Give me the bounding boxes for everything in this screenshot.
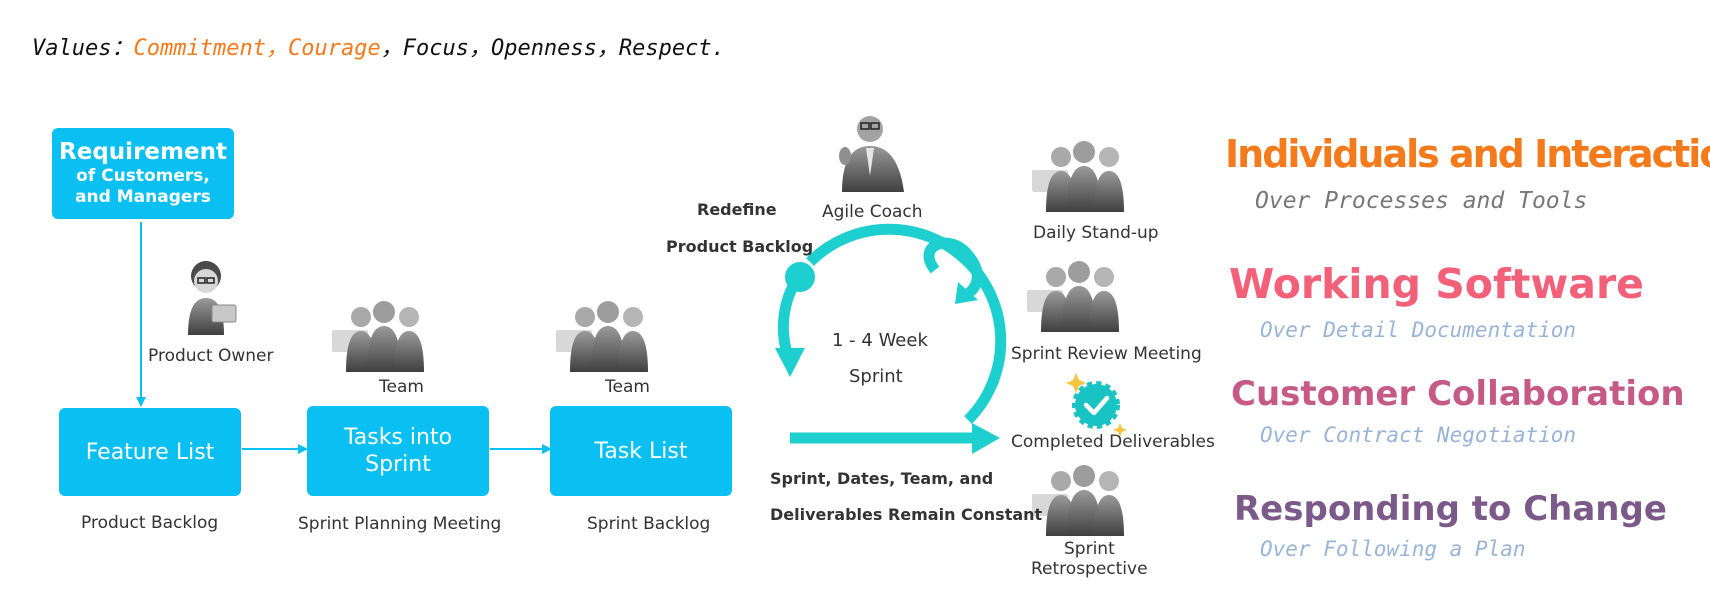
team-figure-review	[1027, 261, 1119, 332]
product-backlog-caption: Product Backlog	[81, 513, 219, 533]
value-commitment: Commitment	[133, 36, 266, 61]
cycle-arrowhead-right	[972, 423, 1000, 454]
sprint-backlog-caption: Sprint Backlog	[587, 514, 711, 534]
constant-label-2: Deliverables Remain Constant	[770, 505, 1043, 524]
redefine-label: Redefine	[697, 200, 777, 219]
manifesto-title-2: Working Software	[1229, 260, 1644, 308]
manifesto-title-4: Responding to Change	[1234, 489, 1667, 529]
team-figure-2	[556, 301, 648, 372]
manifesto-title-3: Customer Collaboration	[1231, 374, 1685, 414]
daily-standup-label: Daily Stand-up	[1033, 223, 1159, 243]
cycle-arrowhead-loop	[955, 282, 978, 304]
manifesto-sub-1: Over Processes and Tools	[1255, 188, 1588, 214]
sprint-center-label: Sprint	[849, 366, 903, 387]
requirement-box: Requirement of Customers, and Managers	[52, 128, 234, 219]
sprint-duration-label: 1 - 4 Week	[832, 330, 928, 351]
check-badge-icon	[1066, 373, 1127, 437]
retro-label-1: Sprint	[1064, 539, 1115, 559]
product-owner-label: Product Owner	[148, 346, 274, 366]
cycle-arrowhead-left	[775, 348, 805, 377]
values-label: Values	[32, 36, 112, 61]
team-label-1: Team	[379, 377, 424, 397]
values-line: Values：Commitment，Courage，Focus，Openness…	[32, 36, 725, 61]
completed-deliverables-label: Completed Deliverables	[1011, 432, 1215, 452]
cycle-start-dot	[785, 262, 815, 292]
manifesto-title-1: Individuals and Interactions	[1225, 132, 1710, 176]
task-list-box: Task List	[550, 406, 732, 496]
value-openness: Openness	[490, 36, 597, 61]
value-courage: Courage	[287, 36, 381, 61]
manifesto-sub-4: Over Following a Plan	[1260, 537, 1526, 561]
agile-coach-figure	[839, 116, 904, 192]
team-figure-1	[332, 301, 424, 372]
requirement-title: Requirement	[59, 139, 227, 165]
product-backlog-redefine-label: Product Backlog	[666, 237, 814, 256]
value-focus: Focus	[402, 36, 469, 61]
team-figure-daily	[1032, 141, 1124, 212]
constant-label-1: Sprint, Dates, Team, and	[770, 469, 994, 488]
agile-coach-label: Agile Coach	[822, 202, 923, 222]
value-respect: Respect	[618, 36, 712, 61]
manifesto-sub-3: Over Contract Negotiation	[1260, 423, 1577, 447]
team-label-2: Team	[605, 377, 650, 397]
retro-label-2: Retrospective	[1031, 559, 1148, 579]
sprint-review-label: Sprint Review Meeting	[1011, 344, 1202, 364]
product-owner-figure	[188, 261, 237, 335]
manifesto-sub-2: Over Detail Documentation	[1260, 318, 1577, 342]
sprint-planning-caption: Sprint Planning Meeting	[298, 514, 502, 534]
feature-list-box: Feature List	[59, 408, 241, 496]
team-figure-retro	[1032, 465, 1124, 536]
tasks-into-sprint-box: Tasks into Sprint	[307, 406, 489, 496]
